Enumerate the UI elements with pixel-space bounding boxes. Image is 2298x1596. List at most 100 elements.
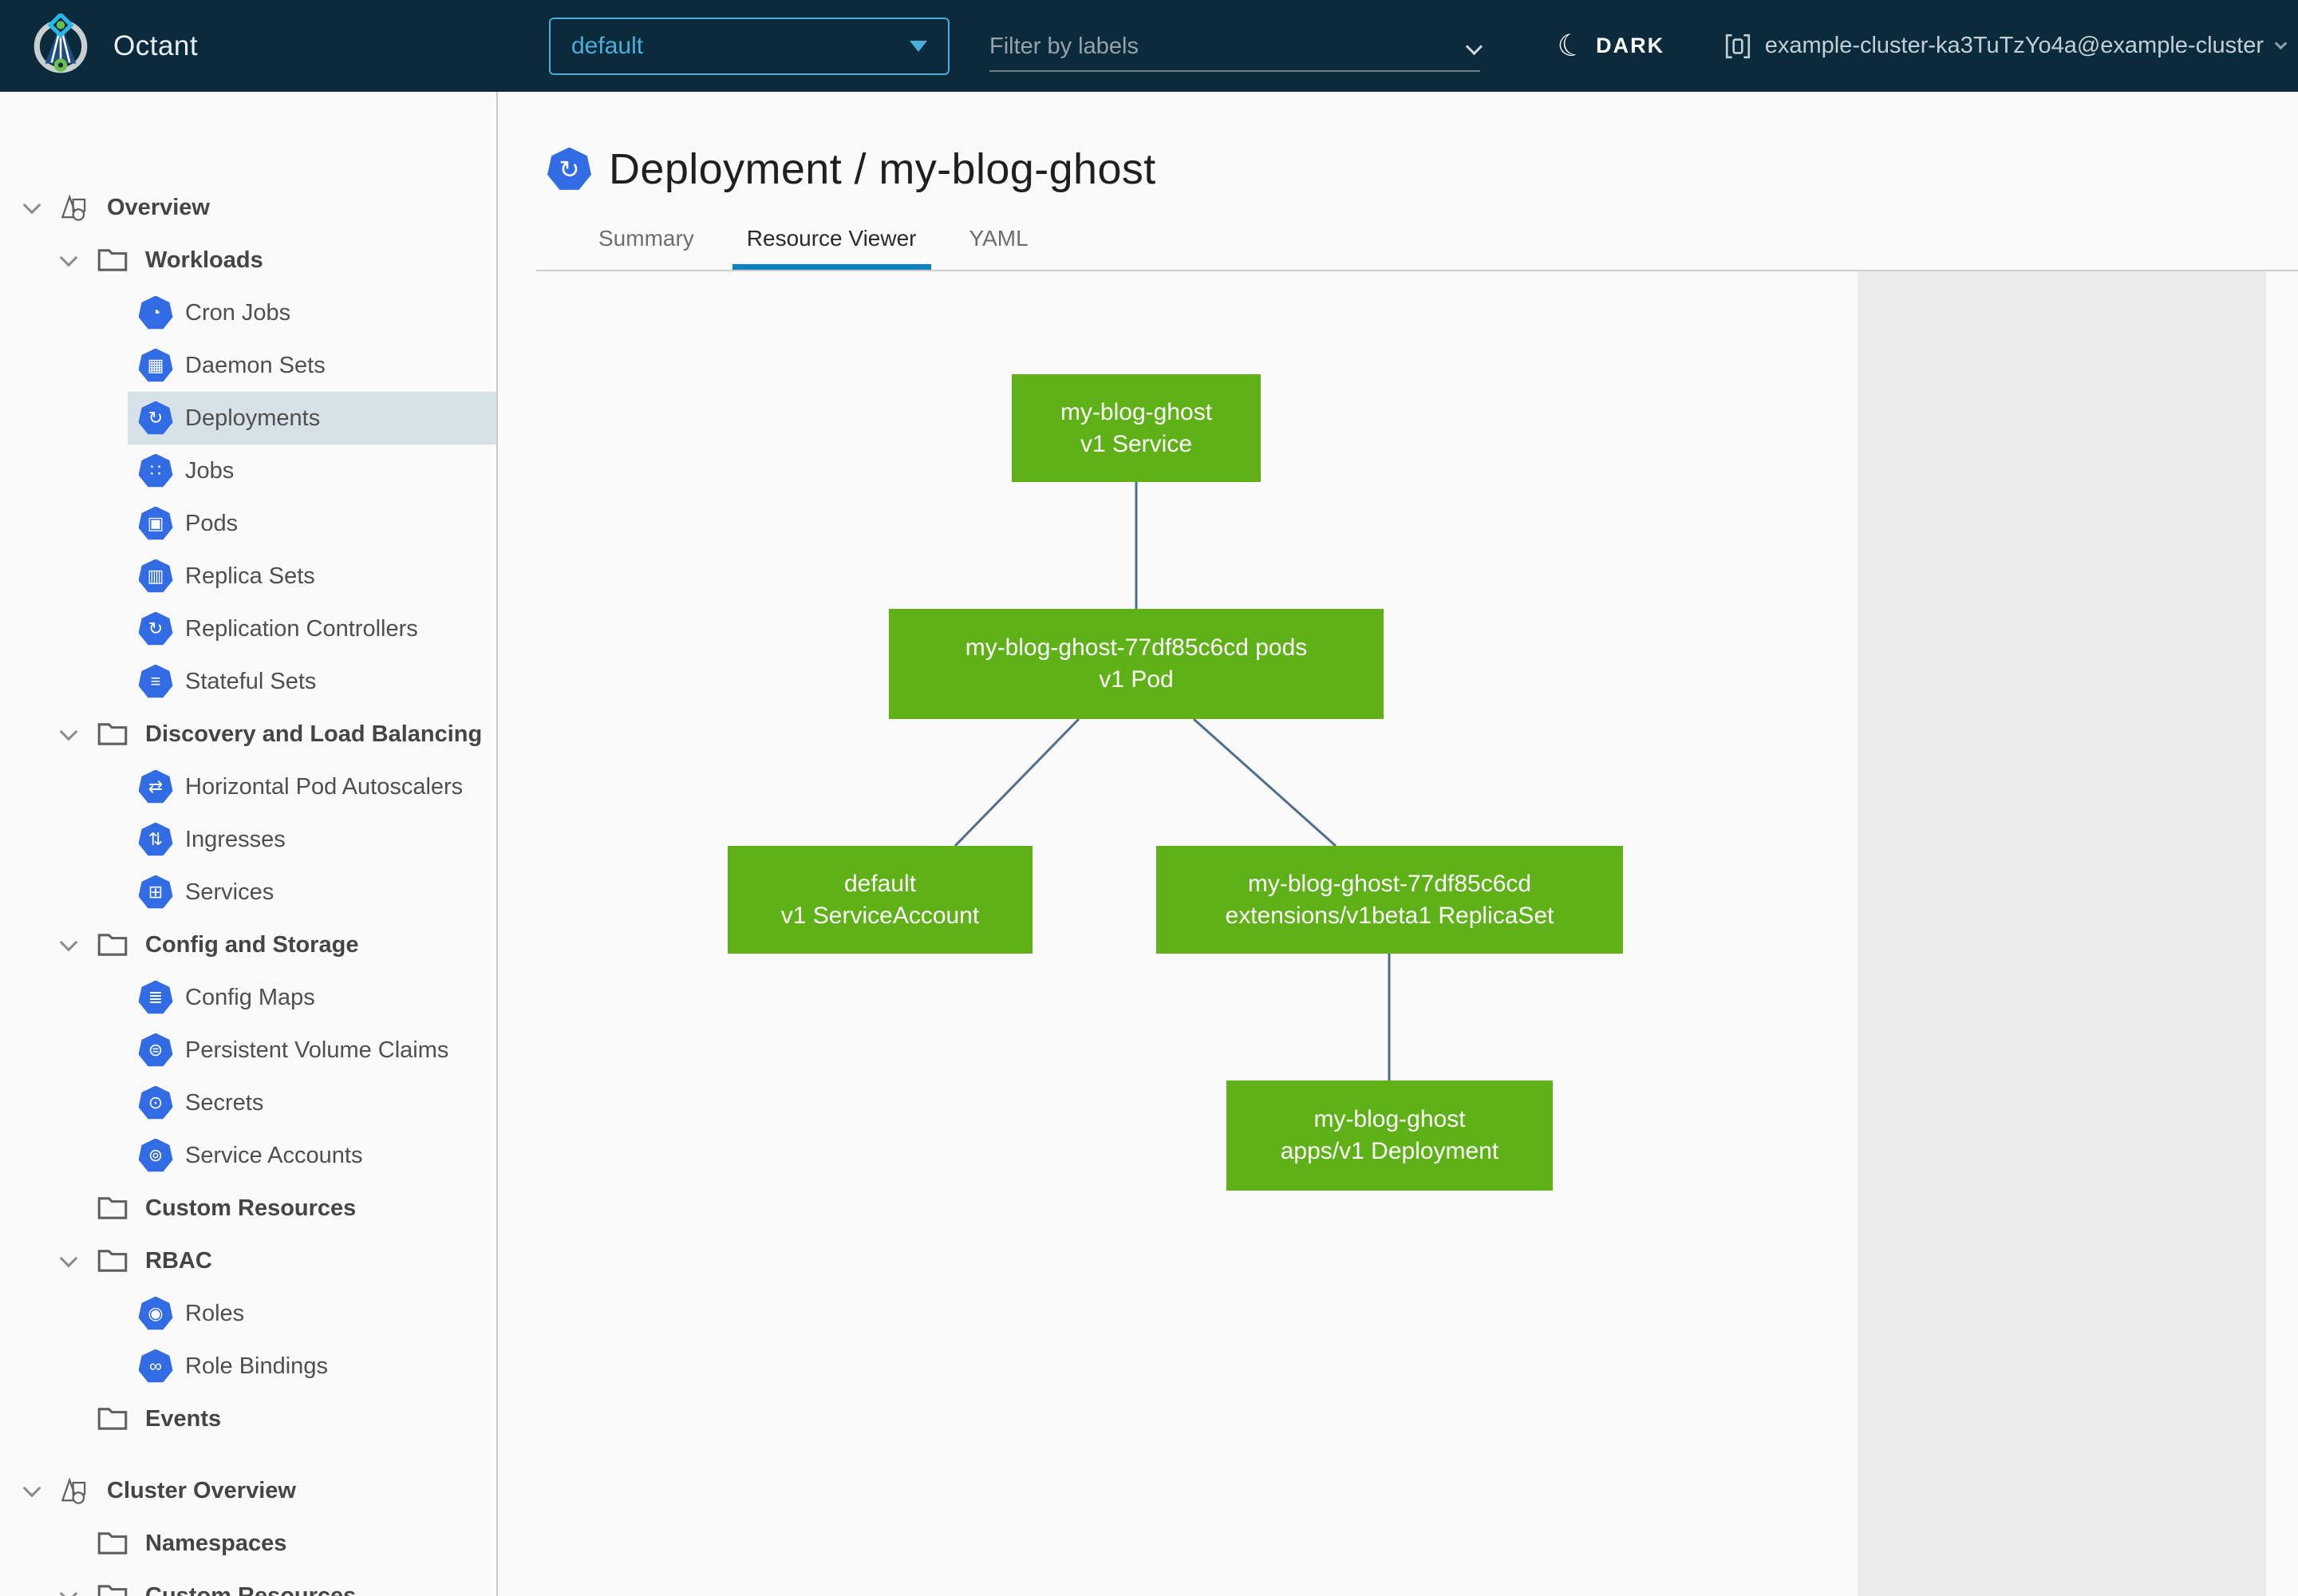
icon-cell: ◔ [134,295,177,330]
sidebar-item-services[interactable]: ⊞ Services [128,866,496,918]
deployment-icon: ↻ [547,147,591,190]
sidebar-item-label: Replica Sets [185,563,315,589]
sidebar-item-label: Overview [107,194,210,220]
node-kind: v1 Pod [1099,666,1174,693]
chevron-down-icon[interactable] [48,248,89,267]
sidebar-item-events[interactable]: Events [0,1393,496,1445]
sidebar-item-discovery-and-load-balancing[interactable]: Discovery and Load Balancing [0,708,496,760]
sidebar-item-replica-sets[interactable]: ▥ Replica Sets [128,550,496,602]
sidebar-item-horizontal-pod-autoscalers[interactable]: ⇄Horizontal Pod Autoscalers [128,760,496,813]
icon-cell: ⊚ [134,1138,177,1173]
sidebar-item-config-and-storage[interactable]: Config and Storage [0,918,496,971]
chevron-down-icon[interactable] [1465,38,1483,55]
sidebar-item-cluster-overview[interactable]: Cluster Overview [0,1464,496,1517]
sidebar-item-label: Secrets [185,1089,264,1116]
sidebar-item-label: Cron Jobs [185,299,291,326]
chevron-down-icon[interactable] [48,933,89,952]
node-name: my-blog-ghost-77df85c6cd pods [965,634,1308,661]
stateful-sets-icon: ≡ [138,664,173,698]
sidebar-item-workloads[interactable]: Workloads [0,234,496,286]
sidebar-item-label: Custom Resources [145,1582,357,1596]
namespace-select[interactable]: default [549,18,950,75]
sidebar-item-custom-resources[interactable]: Custom Resources [0,1570,496,1596]
caret-down-icon [910,41,927,52]
sidebar-item-label: Jobs [185,457,235,484]
sidebar-item-label: Persistent Volume Claims [185,1037,449,1063]
graph-side-panel [1858,271,2266,1596]
graph-node-pods[interactable]: my-blog-ghost-77df85c6cd pods v1 Pod [889,609,1384,719]
sidebar-item-label: Role Bindings [185,1353,328,1379]
chevron-down-icon[interactable] [48,722,89,741]
label-filter-input[interactable] [989,33,1468,60]
sidebar-item-cron-jobs[interactable]: ◔ Cron Jobs [128,286,496,339]
sidebar-item-service-accounts[interactable]: ⊚ Service Accounts [128,1129,496,1182]
context-icon [1725,34,1750,58]
sidebar-item-label: Custom Resources [145,1195,357,1221]
tab-yaml[interactable]: YAML [969,226,1029,251]
moon-icon: ☾ [1554,26,1589,65]
sidebar-item-label: Service Accounts [185,1142,363,1168]
daemon-sets-icon: ▦ [138,348,173,382]
sidebar-item-label: Services [185,879,274,905]
sidebar-item-daemon-sets[interactable]: ▦Daemon Sets [128,339,496,392]
chevron-down-icon[interactable] [48,1584,89,1596]
node-name: my-blog-ghost [1060,398,1213,425]
folder-icon [97,934,128,956]
icon-cell [89,1531,136,1556]
sidebar-item-rbac[interactable]: RBAC [0,1235,496,1287]
replica-sets-icon: ▥ [138,559,173,593]
icon-cell: ▣ [134,506,177,541]
sidebar-item-custom-resources[interactable]: Custom Resources [0,1182,496,1235]
applications-icon [61,194,86,221]
icon-cell: ↻ [134,611,177,646]
node-name: default [843,870,917,897]
sidebar-item-namespaces[interactable]: Namespaces [0,1517,496,1570]
sidebar-item-overview[interactable]: Overview [0,181,496,234]
role-bindings-icon: ∞ [138,1349,173,1383]
sidebar-item-persistent-volume-claims[interactable]: ⊜ Persistent Volume Claims [128,1024,496,1077]
icon-cell: ⊞ [134,875,177,910]
namespace-select-value: default [571,33,644,59]
icon-cell [89,1406,136,1432]
context-switcher[interactable]: example-cluster-ka3TuTzYo4a@example-clus… [1724,0,2288,92]
horizontal-pod-autoscalers-icon: ⇄ [138,769,173,804]
sidebar-item-roles[interactable]: ◉Roles [128,1287,496,1340]
folder-icon [97,1250,128,1272]
theme-toggle-button[interactable]: ☾ DARK [1554,0,1664,92]
sidebar-item-secrets[interactable]: ⊙Secrets [128,1077,496,1129]
folder-icon [97,1585,128,1596]
services-icon: ⊞ [138,875,173,909]
persistent-volume-claims-icon: ⊜ [138,1033,173,1067]
sidebar-item-config-maps[interactable]: ≣Config Maps [128,971,496,1024]
tab-resource-viewer[interactable]: Resource Viewer [732,226,931,271]
sidebar-item-ingresses[interactable]: ⇅Ingresses [128,813,496,866]
chevron-down-icon[interactable] [11,1479,53,1498]
tabbar-divider [536,270,2298,271]
folder-icon [97,723,128,745]
tab-summary[interactable]: Summary [598,226,694,251]
node-name: my-blog-ghost [1313,1106,1466,1132]
graph-node-serviceaccount[interactable]: default v1 ServiceAccount [728,846,1033,954]
sidebar-item-jobs[interactable]: ∷Jobs [128,444,496,497]
chevron-down-icon[interactable] [11,196,53,215]
node-kind: v1 ServiceAccount [780,902,980,929]
sidebar-item-label: Roles [185,1300,245,1326]
icon-cell: ⇄ [134,769,177,804]
icon-cell [89,1195,136,1221]
config-maps-icon: ≣ [138,980,173,1014]
app-title: Octant [113,30,199,61]
sidebar-item-role-bindings[interactable]: ∞ Role Bindings [128,1340,496,1393]
sidebar-item-pods[interactable]: ▣Pods [128,497,496,550]
icon-cell: ▦ [134,348,177,383]
chevron-down-icon[interactable] [48,1249,89,1268]
sidebar-item-label: Workloads [145,247,263,273]
icon-cell: ≡ [134,664,177,699]
sidebar-item-deployments[interactable]: ↻Deployments [128,392,496,444]
sidebar-item-stateful-sets[interactable]: ≡Stateful Sets [128,655,496,708]
sidebar-item-replication-controllers[interactable]: ↻Replication Controllers [128,602,496,655]
